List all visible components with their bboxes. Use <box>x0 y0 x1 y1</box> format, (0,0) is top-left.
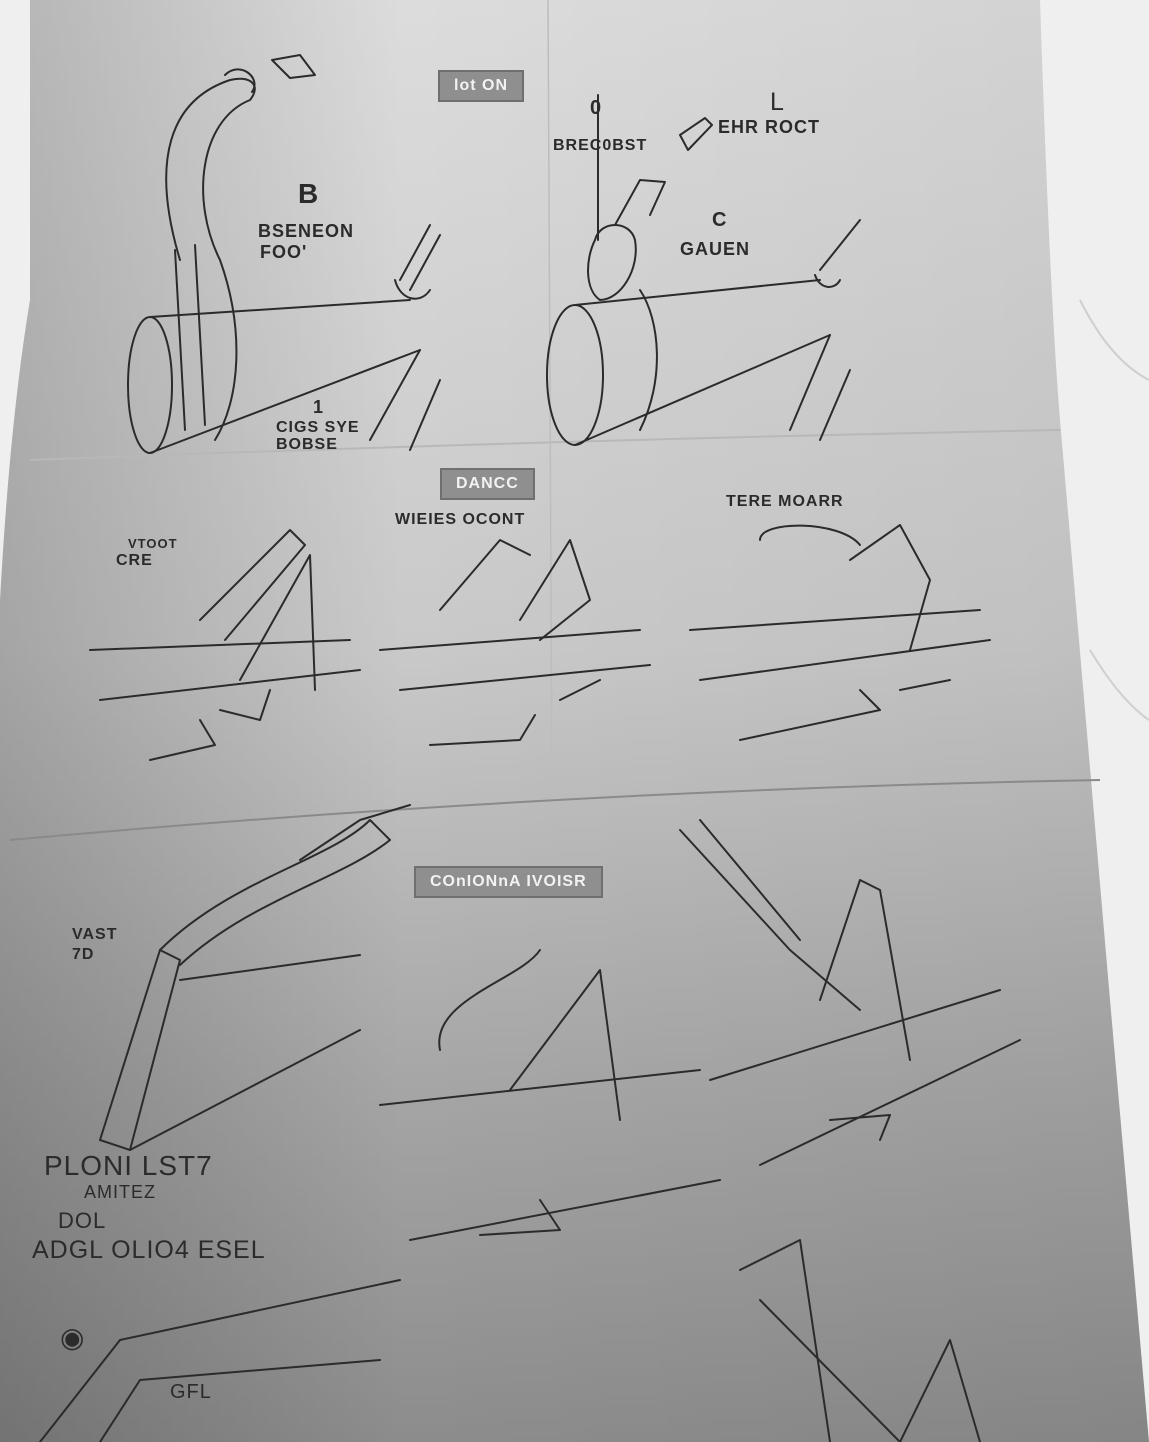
drawing-panel-1 <box>127 54 441 454</box>
label-ehr-root: EHR ROCT <box>718 117 820 137</box>
label-c-mark: C <box>712 209 728 231</box>
fold-crease-horizontal-2 <box>9 779 1101 841</box>
fold-crease-horizontal-1 <box>29 429 1061 461</box>
label-vast-line2: 7D <box>72 946 95 963</box>
label-wies-cont: WIEIES OCONT <box>395 511 526 528</box>
label-root-cre-line1: VTOOT <box>128 536 178 551</box>
label-cigs-line2: BOBSE <box>276 436 338 453</box>
label-numeral-1: 1 <box>313 397 325 417</box>
label-amitez: AMITEZ <box>84 1182 156 1202</box>
label-dol: DOL <box>58 1208 107 1233</box>
label-cigs-line1: CIGS SYE <box>276 419 360 436</box>
label-adgl: ADGL OLIO4 ESEL <box>32 1236 266 1264</box>
label-tere-moarr: TERE MOARR <box>726 493 844 510</box>
marble-vein <box>1079 299 1149 721</box>
drawing-panel-4 <box>99 804 1021 1241</box>
section-tag-1: lot ON <box>438 70 524 102</box>
label-circle-mark: ◉ <box>60 1322 86 1353</box>
section-tag-2: DANCC <box>440 468 535 500</box>
drawing-panel-3 <box>89 524 991 761</box>
label-gauen: GAUEN <box>680 239 751 259</box>
label-zero-mark: 0 <box>590 97 603 119</box>
label-vast-line1: VAST <box>72 926 118 943</box>
label-root-cre-line2: CRE <box>116 552 153 569</box>
label-b-letter: B <box>298 178 320 209</box>
label-gfe: GFL <box>170 1381 212 1403</box>
fold-crease-vertical <box>547 0 553 781</box>
label-l-mark: L <box>770 88 785 116</box>
label-bsenion-line2: FOO' <box>260 242 308 262</box>
label-plont: PLONI LST7 <box>44 1150 213 1181</box>
drawing-panel-2 <box>546 94 861 446</box>
drawing-panel-5 <box>39 1239 981 1442</box>
label-breconst: BREC0BST <box>553 137 648 154</box>
section-tag-3: COnIONnA IVOISR <box>414 866 603 898</box>
label-bsenion-line1: BSENEON <box>258 221 355 241</box>
